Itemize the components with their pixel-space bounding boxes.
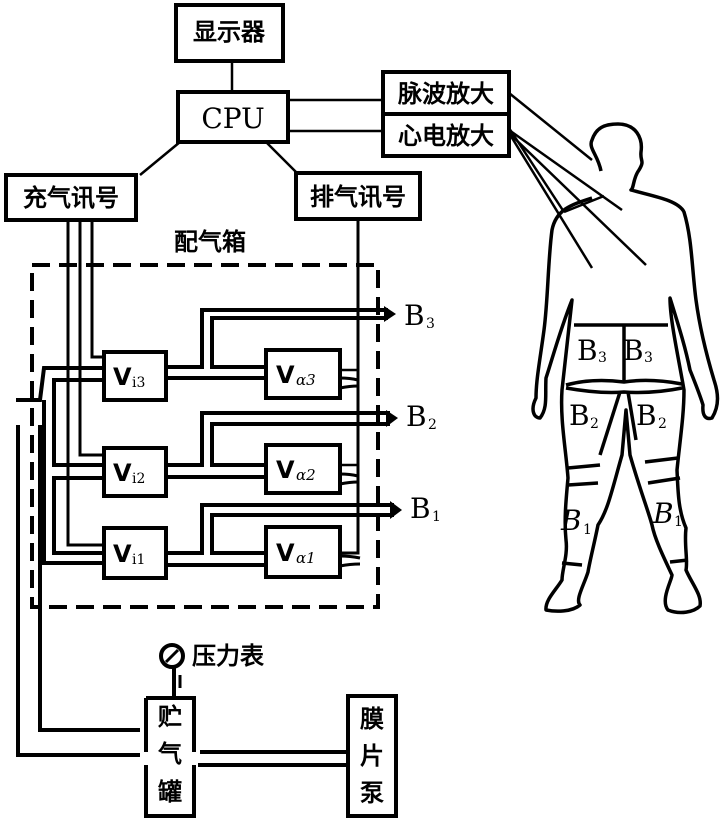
valve-row-1: V i1 V α1 B 1 [102,492,441,580]
valve-i3-main: V [113,363,132,391]
valve-a2-sub: α2 [296,466,316,484]
air-box-label: 配气箱 [174,228,246,256]
cpu-deflate-link [265,141,297,173]
air-tank-char-1: 贮 [157,703,182,731]
inflate-signal-wires [66,220,104,547]
valve-row-2: V i2 V α2 B 2 [102,400,437,498]
air-tank-char-3: 罐 [157,778,182,806]
cpu-inflate-link [139,141,181,176]
body-label-b1-right: B [652,497,674,530]
deflate-signal-label: 排气讯号 [310,183,406,211]
electrode-wires [507,92,647,269]
ecg-amp-block: 心电放大 [381,112,511,158]
cpu-label: CPU [201,102,264,135]
ecg-amp-label: 心电放大 [398,122,494,150]
body-label-b2-right: B [636,399,657,432]
deflate-signal-wire [340,219,360,555]
air-tank-block: 贮 气 罐 [144,696,196,818]
arrow-b1 [390,501,402,519]
arrow-b2 [386,410,398,427]
display-label: 显示器 [193,18,266,46]
diaphragm-pump-block: 膜 片 泵 [346,694,398,818]
output-b3-main: B [404,299,425,332]
valve-i1-main: V [113,540,132,568]
output-b1-sub: 1 [432,509,441,525]
body-label-b2-left: B [569,399,590,432]
valve-i2-main: V [113,459,132,487]
pulse-amp-label: 脉波放大 [397,80,494,108]
body-label-b1-left-sub: 1 [583,522,592,538]
body-label-b1-left: B [560,504,582,537]
pulse-amp-block: 脉波放大 [381,70,511,116]
pump-char-3: 泵 [360,779,384,807]
body-label-b2-right-sub: 2 [658,416,667,432]
valve-i2-sub: i2 [132,471,145,487]
body-label-b3-left-sub: 3 [598,350,607,366]
body-label-b3-left: B [577,334,598,367]
inflate-signal-label: 充气讯号 [23,184,119,212]
body-label-b1-right-sub: 1 [674,514,683,530]
output-b1-main: B [410,492,431,525]
pump-char-2: 片 [360,742,384,770]
output-b3-sub: 3 [426,316,435,332]
valve-row-3: V i3 V α3 B 3 [102,299,435,402]
human-figure [531,122,720,615]
cpu-block: CPU [176,90,290,144]
display-block: 显示器 [174,3,285,63]
output-b2-main: B [406,400,427,433]
pressure-gauge-label: 压力表 [192,642,265,670]
air-tank-char-2: 气 [157,740,182,768]
valve-a1-sub: α1 [296,549,316,567]
inflate-signal-block: 充气讯号 [4,173,138,222]
arrow-b3 [384,306,396,322]
valve-i3-sub: i3 [132,375,145,391]
body-cuff-labels: B 3 B 3 B 2 B 2 B 1 B 1 [560,334,683,538]
air-box-boundary [30,263,380,609]
pump-char-1: 膜 [359,705,384,733]
valve-a3-sub: α3 [296,371,316,389]
output-b2-sub: 2 [428,417,437,433]
valve-a2-main: V [276,456,295,484]
body-label-b2-left-sub: 2 [590,416,599,432]
supply-manifold [16,366,140,757]
body-label-b3-right-sub: 3 [644,350,653,366]
valve-a1-main: V [276,539,295,567]
valve-i1-sub: i1 [132,552,145,568]
pressure-gauge: 压力表 [159,642,265,698]
valve-a3-main: V [276,361,295,389]
exhaust-vents [339,376,361,568]
body-label-b3-right: B [623,334,644,367]
deflate-signal-block: 排气讯号 [294,171,422,221]
